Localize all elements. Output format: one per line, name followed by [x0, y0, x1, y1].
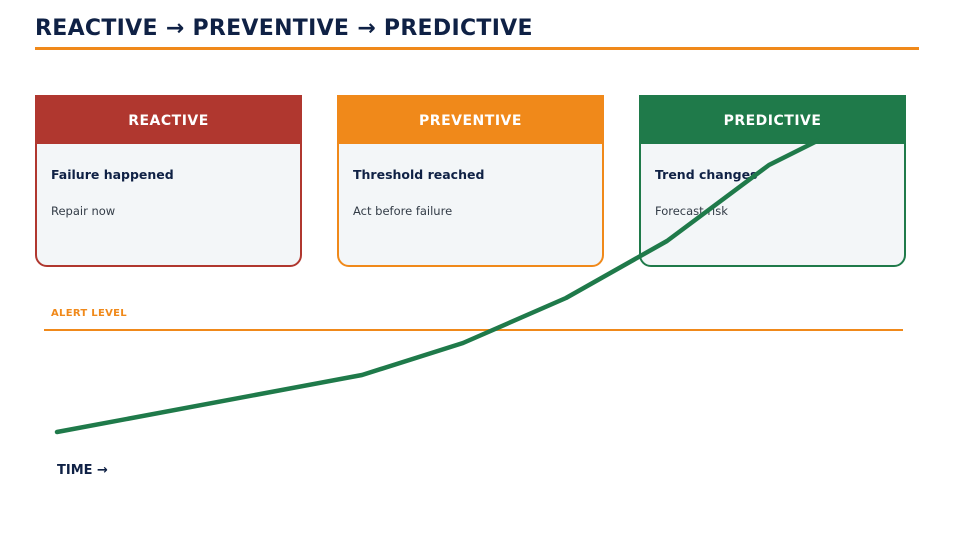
time-axis-label: TIME → — [57, 463, 108, 478]
card-preventive-heading: Threshold reached — [353, 167, 485, 182]
card-predictive-header: PREDICTIVE — [641, 97, 904, 144]
card-preventive-description: Act before failure — [353, 204, 453, 218]
card-predictive-description: Forecast risk — [655, 204, 728, 218]
card-preventive: PREVENTIVE Threshold reached Act before … — [337, 95, 604, 267]
card-reactive-description: Repair now — [51, 204, 116, 218]
alert-level-line — [44, 329, 903, 331]
card-predictive: PREDICTIVE Trend changes Forecast risk — [639, 95, 906, 267]
alert-level-label: ALERT LEVEL — [51, 308, 127, 319]
card-preventive-header: PREVENTIVE — [339, 97, 602, 144]
page-title: REACTIVE → PREVENTIVE → PREDICTIVE — [35, 16, 533, 41]
card-predictive-heading: Trend changes — [655, 167, 758, 182]
card-reactive: REACTIVE Failure happened Repair now — [35, 95, 302, 267]
card-reactive-header: REACTIVE — [37, 97, 300, 144]
card-reactive-heading: Failure happened — [51, 167, 174, 182]
title-underline — [35, 47, 919, 50]
